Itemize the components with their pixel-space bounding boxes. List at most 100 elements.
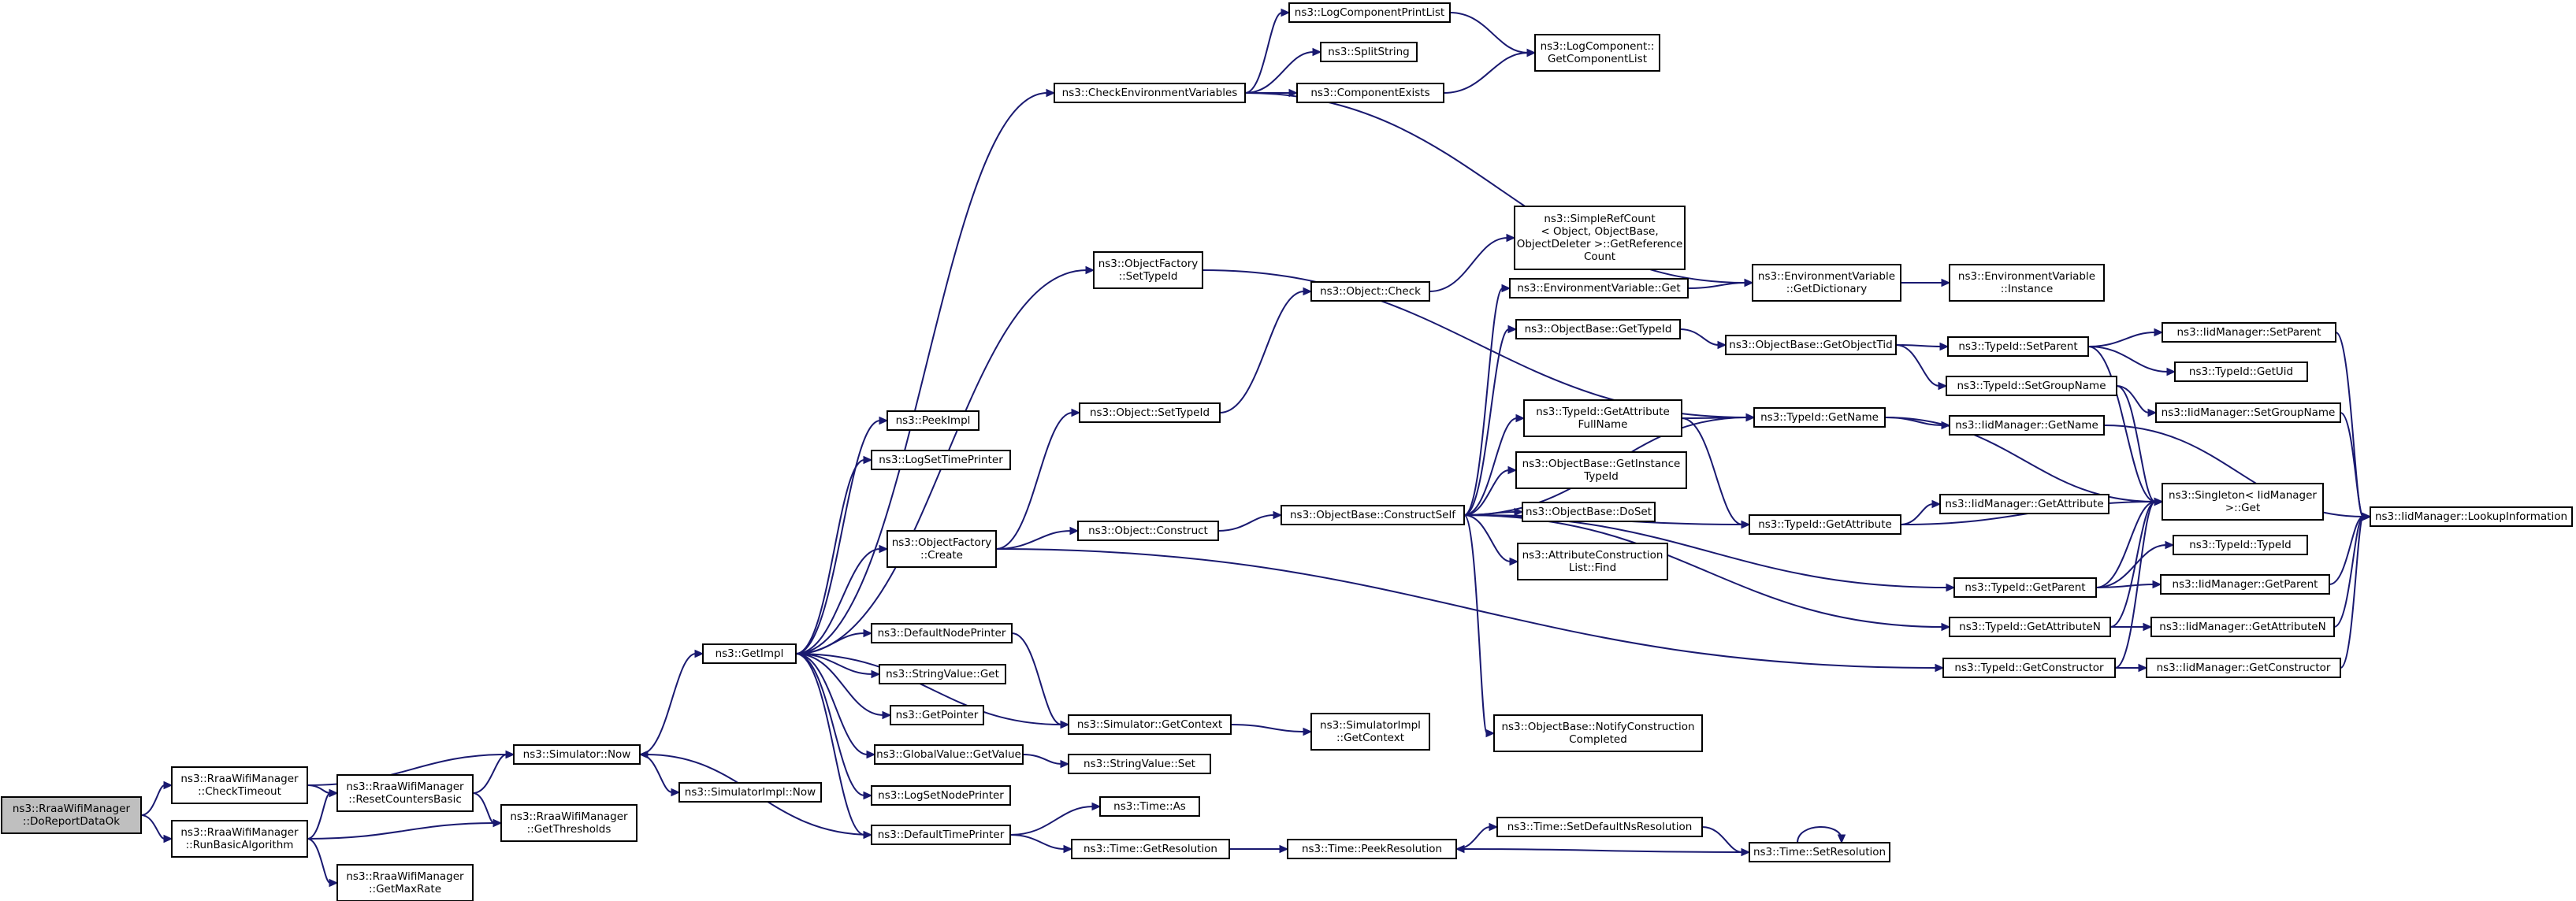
edge-getimpl-peekimpl <box>795 420 881 654</box>
node-tidsetparent[interactable]: ns3::TypeId::SetParent <box>1947 336 2089 357</box>
node-timeas[interactable]: ns3::Time::As <box>1099 796 1200 817</box>
call-edges <box>140 8 2372 888</box>
node-box <box>1320 42 1418 62</box>
node-label: ns3::EnvironmentVariable <box>1758 270 1895 283</box>
node-tidgetattrn[interactable]: ns3::TypeId::GetAttributeN <box>1949 617 2111 637</box>
node-simimplnow[interactable]: ns3::SimulatorImpl::Now <box>678 782 822 803</box>
node-timegetres[interactable]: ns3::Time::GetResolution <box>1071 839 1230 859</box>
node-logsetnode[interactable]: ns3::LogSetNodePrinter <box>871 785 1011 806</box>
node-simimplgetctx[interactable]: ns3::SimulatorImpl::GetContext <box>1310 713 1430 751</box>
edge-arrowhead <box>2165 540 2175 550</box>
node-iidgetname[interactable]: ns3::IidManager::GetName <box>1949 415 2105 436</box>
node-label: ns3::ObjectBase::GetTypeId <box>1525 323 1672 336</box>
node-iidsetgroup[interactable]: ns3::IidManager::SetGroupName <box>2155 402 2341 423</box>
node-tidgetuid[interactable]: ns3::TypeId::GetUid <box>2174 362 2308 382</box>
edge-arrowhead <box>863 455 873 465</box>
edge-arrowhead <box>2154 497 2164 506</box>
node-tidtypeid[interactable]: ns3::TypeId::TypeId <box>2173 535 2308 555</box>
node-iidgetattrn[interactable]: ns3::IidManager::GetAttributeN <box>2150 617 2335 637</box>
edge-arrowhead <box>1273 510 1283 520</box>
node-label: ns3::ObjectBase::ConstructSelf <box>1290 509 1456 521</box>
edge-getimpl-globalvalget <box>795 653 868 755</box>
node-defnodeprinter[interactable]: ns3::DefaultNodePrinter <box>871 623 1013 643</box>
node-getpointer[interactable]: ns3::GetPointer <box>890 705 984 725</box>
node-envgetdict[interactable]: ns3::EnvironmentVariable::GetDictionary <box>1752 264 1901 302</box>
node-getcomplist[interactable]: ns3::LogComponent::GetComponentList <box>1534 34 1660 72</box>
edge-arrowhead <box>2154 328 2164 337</box>
node-label: ::Create <box>920 549 963 562</box>
edge-arrowhead <box>1946 583 1956 592</box>
node-box <box>2174 362 2308 382</box>
edge-obgetobjtid-tidsetgroup <box>1895 344 1940 387</box>
node-label: ns3::GetImpl <box>716 647 784 660</box>
node-label: ns3::Object::Check <box>1320 285 1421 298</box>
edge-tidgetparent-singleton <box>2095 501 2156 588</box>
node-simgetctx[interactable]: ns3::Simulator::GetContext <box>1068 714 1232 735</box>
node-getimpl[interactable]: ns3::GetImpl <box>702 643 797 664</box>
node-envget[interactable]: ns3::EnvironmentVariable::Get <box>1509 278 1689 298</box>
node-ofsettypeid[interactable]: ns3::ObjectFactory::SetTypeId <box>1093 251 1203 289</box>
node-timesetres[interactable]: ns3::Time::SetResolution <box>1749 842 1890 862</box>
node-timesetdefns[interactable]: ns3::Time::SetDefaultNsResolution <box>1496 817 1703 837</box>
node-simnow[interactable]: ns3::Simulator::Now <box>513 744 641 765</box>
edge-objconstruct-constructself <box>1217 514 1275 532</box>
node-iidsetparent[interactable]: ns3::IidManager::SetParent <box>2162 322 2336 343</box>
node-globalvalget[interactable]: ns3::GlobalValue::GetValue <box>874 744 1024 765</box>
node-compexists[interactable]: ns3::ComponentExists <box>1296 83 1444 103</box>
node-iidlookup[interactable]: ns3::IidManager::LookupInformation <box>2370 506 2573 527</box>
node-getmaxrate[interactable]: ns3::RraaWifiManager::GetMaxRate <box>336 864 474 901</box>
node-objsettypeid[interactable]: ns3::Object::SetTypeId <box>1079 402 1221 423</box>
node-tidsetgroup[interactable]: ns3::TypeId::SetGroupName <box>1946 376 2117 396</box>
node-box <box>874 744 1024 765</box>
node-iidgetparent[interactable]: ns3::IidManager::GetParent <box>2160 574 2330 595</box>
node-logcompprint[interactable]: ns3::LogComponentPrintList <box>1288 2 1451 23</box>
node-runbasic[interactable]: ns3::RraaWifiManager::RunBasicAlgorithm <box>171 820 308 858</box>
node-tidgetattr[interactable]: ns3::TypeId::GetAttribute <box>1749 514 1901 535</box>
node-label: ns3::TypeId::GetAttributeN <box>1959 621 2101 633</box>
node-iidgetattr[interactable]: ns3::IidManager::GetAttribute <box>1939 494 2109 514</box>
node-obnotify[interactable]: ns3::ObjectBase::NotifyConstructionCompl… <box>1493 714 1703 752</box>
node-box <box>2173 535 2308 555</box>
node-resetcounters[interactable]: ns3::RraaWifiManager::ResetCountersBasic <box>336 774 474 812</box>
node-label: ns3::IidManager::SetParent <box>2177 326 2321 339</box>
node-peekimpl[interactable]: ns3::PeekImpl <box>887 410 979 431</box>
edge-arrowhead <box>638 750 649 759</box>
node-envinstance[interactable]: ns3::EnvironmentVariable::Instance <box>1949 264 2105 302</box>
node-checkenv[interactable]: ns3::CheckEnvironmentVariables <box>1054 83 1246 103</box>
node-logsettime[interactable]: ns3::LogSetTimePrinter <box>871 450 1011 470</box>
node-tidgetctor[interactable]: ns3::TypeId::GetConstructor <box>1942 658 2116 678</box>
node-objconstruct[interactable]: ns3::Object::Construct <box>1077 521 1219 541</box>
edge-checkenv-splitstring <box>1244 51 1314 94</box>
node-checktimeout[interactable]: ns3::RraaWifiManager::CheckTimeout <box>171 766 308 804</box>
node-root[interactable]: ns3::RraaWifiManager::DoReportDataOk <box>1 796 142 834</box>
node-label: ns3::TypeId::SetGroupName <box>1957 380 2106 392</box>
node-tidgetparent[interactable]: ns3::TypeId::GetParent <box>1953 577 2097 598</box>
node-strvalueget[interactable]: ns3::StringValue::Get <box>879 664 1006 684</box>
edge-arrowhead <box>2147 408 2158 417</box>
node-label: ns3::TypeId::TypeId <box>2189 539 2292 551</box>
node-tidgetname[interactable]: ns3::TypeId::GetName <box>1753 407 1886 428</box>
node-box <box>1522 502 1656 522</box>
node-ofcreate[interactable]: ns3::ObjectFactory::Create <box>887 530 997 568</box>
node-label: ns3::IidManager::GetParent <box>2173 578 2318 591</box>
node-constructself[interactable]: ns3::ObjectBase::ConstructSelf <box>1281 505 1465 525</box>
node-box <box>1071 839 1230 859</box>
node-obgetobjtid[interactable]: ns3::ObjectBase::GetObjectTid <box>1725 335 1897 355</box>
node-label: ::GetMaxRate <box>369 883 441 895</box>
node-getthresholds[interactable]: ns3::RraaWifiManager::GetThresholds <box>500 804 637 842</box>
node-singleton[interactable]: ns3::Singleton< IidManager >::Get <box>2162 483 2324 521</box>
node-label: >::Get <box>2225 502 2260 514</box>
node-obgettypeid[interactable]: ns3::ObjectBase::GetTypeId <box>1515 319 1681 339</box>
node-iidgetctor[interactable]: ns3::IidManager::GetConstructor <box>2146 658 2341 678</box>
node-timepeekres[interactable]: ns3::Time::PeekResolution <box>1287 839 1457 859</box>
node-strvalueset[interactable]: ns3::StringValue::Set <box>1068 754 1211 774</box>
node-label: ns3::RraaWifiManager <box>346 870 464 883</box>
node-obdoset[interactable]: ns3::ObjectBase::DoSet <box>1522 502 1656 522</box>
node-splitstring[interactable]: ns3::SplitString <box>1320 42 1418 62</box>
node-simplerefcount[interactable]: ns3::SimpleRefCount< Object, ObjectBase,… <box>1514 206 1686 270</box>
node-objcheck[interactable]: ns3::Object::Check <box>1310 281 1430 302</box>
node-deftimeprinter[interactable]: ns3::DefaultTimePrinter <box>871 825 1011 845</box>
